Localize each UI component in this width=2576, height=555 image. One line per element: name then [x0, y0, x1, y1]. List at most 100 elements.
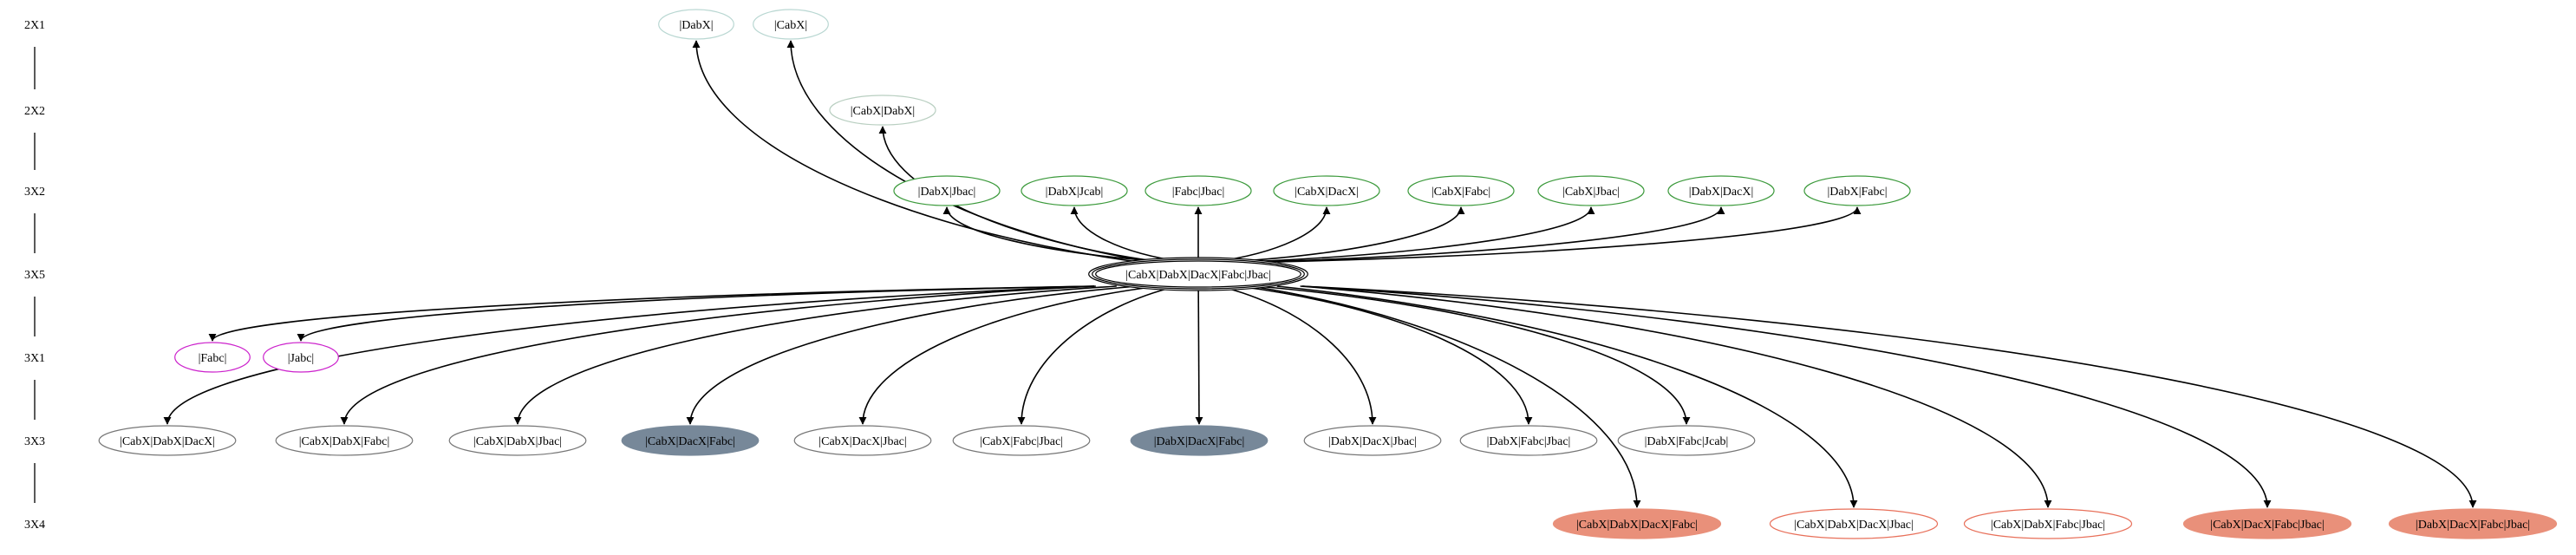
- node-cabx-dabx-jbac[interactable]: |CabX|DabX|Jbac|: [448, 425, 587, 456]
- node-cabx-dacx-fabc-jbac[interactable]: |CabX|DacX|Fabc|Jbac|: [2182, 508, 2352, 539]
- node-dabx-dacx-fabc[interactable]: |DabX|DacX|Fabc|: [1130, 425, 1268, 456]
- node-label: |DabX|Fabc|Jbac|: [1487, 435, 1571, 448]
- edge-to-cabx-fabc: [1229, 206, 1465, 263]
- edge-to-cabx-dacx-jbac: [858, 285, 1158, 425]
- edge-to-cabx-dabx-dacx-fabc: [1250, 285, 1641, 508]
- node-label: |CabX|DacX|Jbac|: [818, 435, 906, 448]
- node-label: |CabX|DabX|DacX|Fabc|Jbac|: [1125, 269, 1271, 282]
- node-label: |CabX|DabX|Fabc|Jbac|: [1991, 519, 2105, 532]
- node-shape: [263, 342, 339, 373]
- edge-to-jabc: [297, 285, 1095, 342]
- node-cabx-fabc-jbac[interactable]: |CabX|Fabc|Jbac|: [952, 425, 1091, 456]
- node-dabx-fabc[interactable]: |DabX|Fabc|: [1803, 175, 1911, 206]
- node-shape: [1552, 508, 1722, 539]
- rank-label: 2X2: [24, 105, 45, 118]
- node-dabx[interactable]: |DabX|: [658, 9, 734, 40]
- node-dabx-dacx[interactable]: |DabX|DacX|: [1667, 175, 1775, 206]
- node-label: |CabX|DabX|Fabc|: [299, 435, 390, 448]
- rank-label: 3X3: [24, 435, 45, 448]
- node-label: |CabX|DabX|DacX|: [120, 435, 215, 448]
- node-dabx-dacx-jbac[interactable]: |DabX|DacX|Jbac|: [1303, 425, 1442, 456]
- node-dabx-jcab[interactable]: |DabX|Jcab|: [1021, 175, 1128, 206]
- node-label: |CabX|DacX|Fabc|: [645, 435, 735, 448]
- node-outline: [1095, 260, 1301, 288]
- node-fabc-jbac[interactable]: |Fabc|Jbac|: [1145, 175, 1252, 206]
- node-cabx-dacx-fabc[interactable]: |CabX|DacX|Fabc|: [621, 425, 760, 456]
- edge-to-cabx-dabx-fabc: [340, 285, 1096, 425]
- node-shape: [1130, 425, 1268, 456]
- node-label: |Jabc|: [288, 352, 314, 365]
- node-label: |Fabc|: [199, 352, 227, 365]
- node-cabx-dabx-fabc[interactable]: |CabX|DabX|Fabc|: [275, 425, 414, 456]
- node-shape: [98, 425, 237, 456]
- node-shape: [275, 425, 414, 456]
- node-label: |CabX|DacX|: [1295, 186, 1359, 199]
- node-shape: [621, 425, 760, 456]
- node-label: |DabX|Jbac|: [918, 186, 976, 199]
- node-label: |CabX|DabX|: [851, 105, 916, 118]
- edge-to-cabx-dabx-dacx-jbac: [1276, 285, 1858, 508]
- edge-to-cabx-dabx-dacx: [163, 285, 1095, 425]
- center-node[interactable]: |CabX|DabX|DacX|Fabc|Jbac|: [1088, 257, 1308, 291]
- node-shape: [1021, 175, 1128, 206]
- node-fabc[interactable]: |Fabc|: [174, 342, 251, 373]
- node-dabx-fabc-jbac[interactable]: |DabX|Fabc|Jbac|: [1459, 425, 1598, 456]
- edge-to-dabx-dacx-fabc: [1195, 285, 1203, 425]
- node-shape: [753, 9, 829, 40]
- node-label: |DabX|Fabc|: [1827, 186, 1887, 199]
- edge-layer: [163, 40, 2477, 508]
- edge-to-cabx-dacx: [1213, 206, 1331, 263]
- edge-to-dabx-fabc-jbac: [1237, 285, 1533, 425]
- node-cabx-dabx-fabc-jbac[interactable]: |CabX|DabX|Fabc|Jbac|: [1963, 508, 2133, 539]
- node-label: |DabX|DacX|Fabc|: [1154, 435, 1245, 448]
- node-shape: [658, 9, 734, 40]
- edge-to-dabx-dacx: [1261, 206, 1725, 263]
- edge-to-dabx-fabc: [1277, 206, 1862, 263]
- node-label: |CabX|Fabc|Jbac|: [980, 435, 1063, 448]
- edge-to-cabx-dabx-fabc-jbac: [1300, 285, 2052, 508]
- rank-label: 3X1: [24, 352, 45, 365]
- node-jabc[interactable]: |Jabc|: [263, 342, 339, 373]
- node-label: |CabX|DacX|Fabc|Jbac|: [2210, 519, 2324, 532]
- node-label: |CabX|Jbac|: [1562, 186, 1620, 199]
- node-label: |CabX|: [774, 19, 807, 32]
- edge-to-cabx-dabx-jbac: [513, 285, 1117, 425]
- node-label: |DabX|DacX|Jbac|: [1328, 435, 1417, 448]
- node-layer: |CabX|DabX|DacX|Fabc|Jbac| |DabX| |CabX| |C…: [98, 9, 2558, 539]
- node-cabx-dacx[interactable]: |CabX|DacX|: [1273, 175, 1380, 206]
- node-shape: [2182, 508, 2352, 539]
- node-shape: [1667, 175, 1775, 206]
- node-label: |CabX|Fabc|: [1431, 186, 1490, 199]
- edge-to-cabx-dabx: [878, 126, 1161, 263]
- node-dabx-fabc-jcab[interactable]: |DabX|Fabc|Jcab|: [1617, 425, 1756, 456]
- edge-to-cabx-fabc-jbac: [1017, 285, 1177, 425]
- node-shape: [2388, 508, 2558, 539]
- node-label: |DabX|: [679, 19, 713, 32]
- node-label: |CabX|DabX|DacX|Fabc|: [1576, 519, 1698, 532]
- node-dabx-dacx-fabc-jbac[interactable]: |DabX|DacX|Fabc|Jbac|: [2388, 508, 2558, 539]
- edge-to-dabx-dacx-fabc-jbac: [1301, 285, 2477, 508]
- edge-to-cabx-dacx-fabc: [686, 285, 1138, 425]
- node-label: |Fabc|Jbac|: [1172, 186, 1225, 199]
- node-cabx-fabc[interactable]: |CabX|Fabc|: [1407, 175, 1515, 206]
- edge-to-dabx-jcab: [1070, 206, 1184, 263]
- rank-label: 3X2: [24, 186, 45, 199]
- node-shape: [1145, 175, 1252, 206]
- node-shape: [1617, 425, 1756, 456]
- node-cabx-dabx-dacx-jbac[interactable]: |CabX|DabX|DacX|Jbac|: [1769, 508, 1939, 539]
- node-shape: [174, 342, 251, 373]
- node-cabx-dabx[interactable]: |CabX|DabX|: [829, 95, 936, 126]
- node-shape: [1803, 175, 1911, 206]
- node-shape: [1303, 425, 1442, 456]
- node-cabx[interactable]: |CabX|: [753, 9, 829, 40]
- node-cabx-dacx-jbac[interactable]: |CabX|DacX|Jbac|: [793, 425, 932, 456]
- edge-to-dabx-jbac: [942, 206, 1169, 263]
- node-dabx-jbac[interactable]: |DabX|Jbac|: [893, 175, 1001, 206]
- node-shape: [793, 425, 932, 456]
- node-shape: [448, 425, 587, 456]
- node-cabx-jbac[interactable]: |CabX|Jbac|: [1537, 175, 1645, 206]
- node-cabx-dabx-dacx[interactable]: |CabX|DabX|DacX|: [98, 425, 237, 456]
- node-cabx-dabx-dacx-fabc[interactable]: |CabX|DabX|DacX|Fabc|: [1552, 508, 1722, 539]
